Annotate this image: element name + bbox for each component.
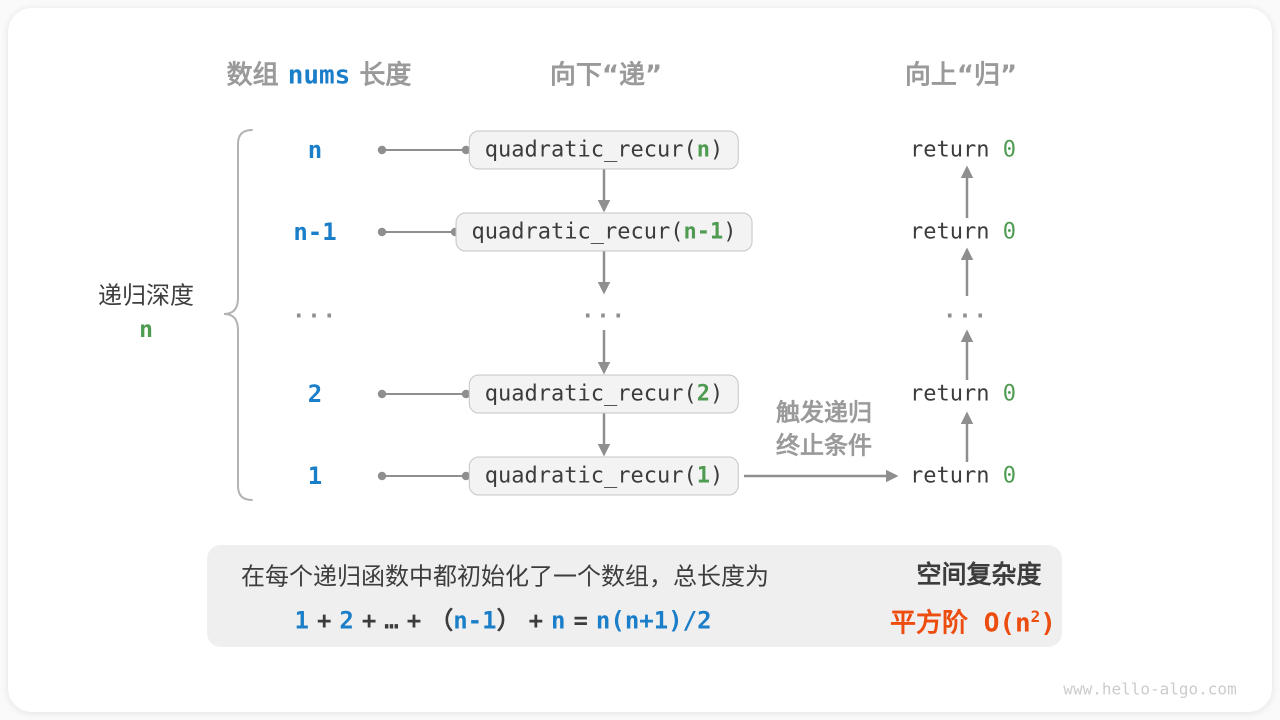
summary-panel [207,545,1062,647]
call-ellipsis: ... [581,298,627,324]
formula-term: n-1 [453,606,497,635]
call-arg: n-1 [683,219,724,245]
call-box-n-1: quadratic_recur(n-1) [455,212,753,252]
space-complexity-title: 空间复杂度 [916,560,1042,589]
return-keyword: return [910,463,1003,489]
depth-value: n [139,317,153,343]
summary-text: 在每个递归函数中都初始化了一个数组，总长度为 [241,562,769,591]
header-return-up: 向上“归” [904,60,1018,91]
call-end: ) [709,463,724,489]
formula-op: + [361,606,377,635]
call-fn: quadratic_recur( [484,137,697,163]
header-array-length: 数组 nums 长度 [227,55,412,92]
return-stmt: return 0 [910,382,1016,407]
call-arg: n [696,137,710,163]
call-box-2: quadratic_recur(2) [468,374,740,414]
header-array-code: nums [287,60,351,91]
call-fn: quadratic_recur( [471,219,684,245]
depth-label: 递归深度 [98,281,194,310]
length-ellipsis: ... [292,298,338,324]
call-fn: quadratic_recur( [484,381,697,407]
header-recurse-down: 向下“递” [549,60,663,91]
formula-eq: = [573,606,588,635]
return-keyword: return [910,381,1003,407]
length-label-n: n [307,136,323,164]
length-label-1: 1 [307,462,323,490]
call-box-n: quadratic_recur(n) [468,130,740,170]
return-value: 0 [1002,381,1016,407]
return-stmt: return 0 [910,220,1016,245]
complexity-post: ) [1040,608,1056,639]
formula-ellipsis: … [384,606,399,635]
return-stmt: return 0 [910,138,1016,163]
length-label-n-1: n-1 [293,218,337,246]
call-box-1: quadratic_recur(1) [468,456,740,496]
trigger-note-line1: 触发递归 [776,398,872,427]
return-keyword: return [910,137,1003,163]
call-fn: quadratic_recur( [484,463,697,489]
length-label-2: 2 [307,380,323,408]
return-ellipsis: ... [943,298,989,324]
return-value: 0 [1002,463,1016,489]
return-value: 0 [1002,137,1016,163]
formula-paren: ） [496,606,521,635]
complexity-pre: 平方阶 O(n [890,608,1031,639]
formula-op: + [406,606,422,635]
header-array-pre: 数组 [226,60,288,91]
formula-result: n(n+1)/2 [595,606,712,635]
return-value: 0 [1002,219,1016,245]
call-end: ) [709,381,724,407]
formula-paren: （ [429,606,454,635]
return-stmt: return 0 [910,464,1016,489]
call-end: ) [709,137,724,163]
formula-term: n [551,606,566,635]
formula-term: 1 [294,606,309,635]
complexity-exponent: 2 [1030,606,1041,626]
return-keyword: return [910,219,1003,245]
call-end: ) [723,219,737,245]
call-arg: 1 [696,463,710,489]
call-arg: 2 [696,381,710,407]
formula-op: + [528,606,544,635]
formula-term: 2 [339,606,354,635]
formula-op: + [316,606,332,635]
space-complexity-value: 平方阶 O(n2) [890,603,1056,640]
trigger-note-line2: 终止条件 [776,431,872,460]
header-array-post: 长度 [350,60,412,91]
summary-formula: 1+2+…+（n-1）+n=n(n+1)/2 [294,601,711,636]
watermark: www.hello-algo.com [1063,679,1237,699]
